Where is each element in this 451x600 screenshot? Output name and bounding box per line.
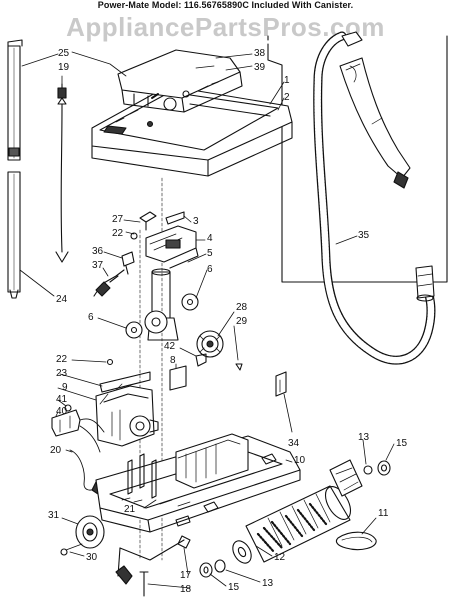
brush-roll [245,459,363,563]
screw-22 [130,232,138,240]
callout-15a: 15 [396,438,408,449]
latch-3 [165,211,185,225]
hose-handle [339,57,411,189]
terminal-41 [64,404,72,412]
callout-10: 10 [294,455,306,466]
motor-housing [95,383,159,447]
bracket-34 [275,371,287,397]
washer-15a [377,460,391,476]
callout-21: 21 [124,504,136,515]
callout-36: 36 [92,246,104,257]
belt-11 [335,531,377,551]
callout-9: 9 [62,382,68,393]
gear-28 [196,330,224,358]
cord-37 [93,269,125,297]
callout-1: 1 [284,75,290,86]
pedal-rod-17 [115,535,191,585]
pin-18 [139,571,149,597]
callout-25: 25 [58,48,70,59]
wheel-31 [75,515,105,549]
callout-31: 31 [48,510,60,521]
callout-13a: 13 [358,432,370,443]
top-cover [91,85,293,177]
washer-6b [125,321,143,339]
callout-6a: 6 [207,264,213,275]
leader-lines [19,51,395,589]
callout-42: 42 [164,341,176,352]
axle-30 [60,543,83,556]
connector-40 [51,409,81,437]
callout-13b: 13 [262,578,274,589]
bracket-8 [169,365,187,391]
callout-28: 28 [236,302,248,313]
callout-12: 12 [274,552,286,563]
wire-harness [55,83,69,263]
bearing-13a [363,465,373,475]
callout-22a: 22 [112,228,124,239]
switch-housing-4 [145,225,199,269]
callout-19: 19 [58,62,70,73]
diagram-header: Power-Mate Model: 116.56765890C Included… [97,0,354,10]
callout-29: 29 [236,316,248,327]
washer-15b [199,562,213,578]
callout-15b: 15 [228,582,240,593]
callout-27: 27 [112,214,124,225]
callout-30: 30 [86,552,98,563]
callout-2: 2 [284,92,290,103]
handle-tube-lower [7,171,21,299]
callout-37: 37 [92,260,104,271]
callout-8: 8 [170,355,176,366]
handle-socket [117,49,243,113]
fan-6 [144,310,168,334]
screw-22b [106,358,114,366]
callout-4: 4 [207,233,213,244]
callout-38: 38 [254,48,266,59]
handle-tube-upper [7,39,23,161]
base-housing [95,433,301,533]
callout-22b: 22 [56,354,68,365]
callout-39: 39 [254,62,266,73]
callout-11: 11 [378,508,389,519]
hose-inset-border [267,35,448,283]
callout-18: 18 [180,584,192,595]
plate-23 [99,371,151,393]
callout-labels: 25 19 38 39 1 2 35 27 3 22 4 36 5 37 6 2… [48,48,408,595]
callout-3: 3 [193,216,199,227]
callout-34: 34 [288,438,300,449]
clip-42 [195,353,207,367]
washer-6a [181,293,199,311]
callout-40: 40 [56,406,68,417]
callout-17: 17 [180,570,192,581]
callout-23: 23 [56,368,68,379]
bearing-13b [214,559,226,573]
callout-5: 5 [207,248,213,259]
callout-6b: 6 [88,312,94,323]
callout-41: 41 [56,394,68,405]
canister-hose [313,31,436,365]
callout-20: 20 [50,445,62,456]
callout-35: 35 [358,230,370,241]
callout-24: 24 [56,294,68,305]
latch-27 [139,211,157,231]
end-cap-12 [232,540,252,564]
switch-36 [121,251,135,275]
screw-29 [235,363,243,371]
